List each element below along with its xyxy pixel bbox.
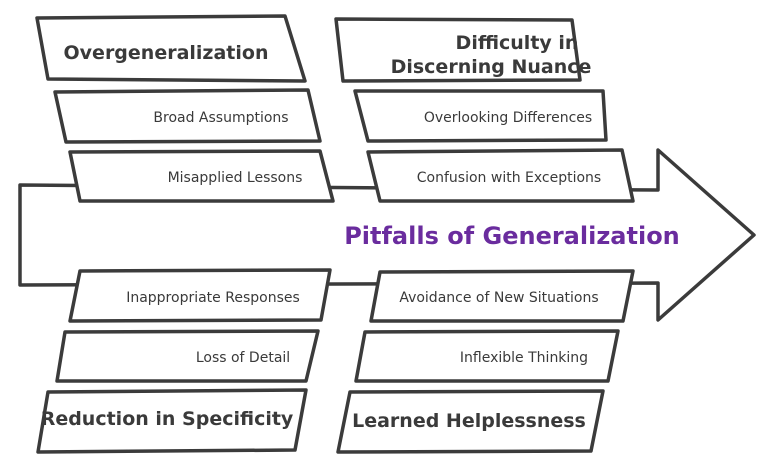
cause-box (369, 269, 635, 323)
category-box (336, 389, 605, 454)
cause-label: Inappropriate Responses (126, 290, 300, 306)
cause-box (366, 148, 635, 203)
cause-box (68, 149, 335, 203)
cause-inappropriate-responses: Inappropriate Responses (68, 268, 332, 323)
cause-misapplied-lessons: Misapplied Lessons (68, 149, 335, 203)
cause-label: Confusion with Exceptions (417, 170, 601, 186)
cause-label: Misapplied Lessons (168, 170, 303, 186)
category-discerning-nuance: Difficulty in Discerning Nuance (334, 17, 592, 83)
cause-label: Inflexible Thinking (460, 350, 588, 366)
category-label: Reduction in Specificity (41, 408, 294, 430)
cause-label: Avoidance of New Situations (399, 290, 598, 306)
cause-box (53, 88, 322, 144)
cause-confusion-with-exceptions: Confusion with Exceptions (366, 148, 635, 203)
cause-loss-of-detail: Loss of Detail (55, 329, 320, 383)
diagram-title: Pitfalls of Generalization (344, 222, 680, 250)
category-overgeneralization: Overgeneralization (35, 14, 307, 83)
cause-overlooking-differences: Overlooking Differences (353, 89, 608, 143)
cause-broad-assumptions: Broad Assumptions (53, 88, 322, 144)
category-label-line2: Discerning Nuance (391, 56, 592, 78)
cause-box (68, 268, 332, 323)
category-box (36, 388, 308, 454)
cause-box (354, 329, 620, 383)
cause-avoidance-of-new-situations: Avoidance of New Situations (369, 269, 635, 323)
category-reduction-in-specificity: Reduction in Specificity (36, 388, 308, 454)
cause-label: Overlooking Differences (424, 110, 592, 126)
cause-label: Loss of Detail (196, 350, 290, 366)
category-box (35, 14, 307, 83)
category-label-line1: Difficulty in (456, 32, 579, 54)
cause-label: Broad Assumptions (153, 110, 288, 126)
cause-box (353, 89, 608, 143)
cause-inflexible-thinking: Inflexible Thinking (354, 329, 620, 383)
category-label: Overgeneralization (64, 42, 269, 64)
cause-box (55, 329, 320, 383)
category-box (334, 17, 582, 83)
category-label: Learned Helplessness (352, 410, 586, 432)
category-learned-helplessness: Learned Helplessness (336, 389, 605, 454)
